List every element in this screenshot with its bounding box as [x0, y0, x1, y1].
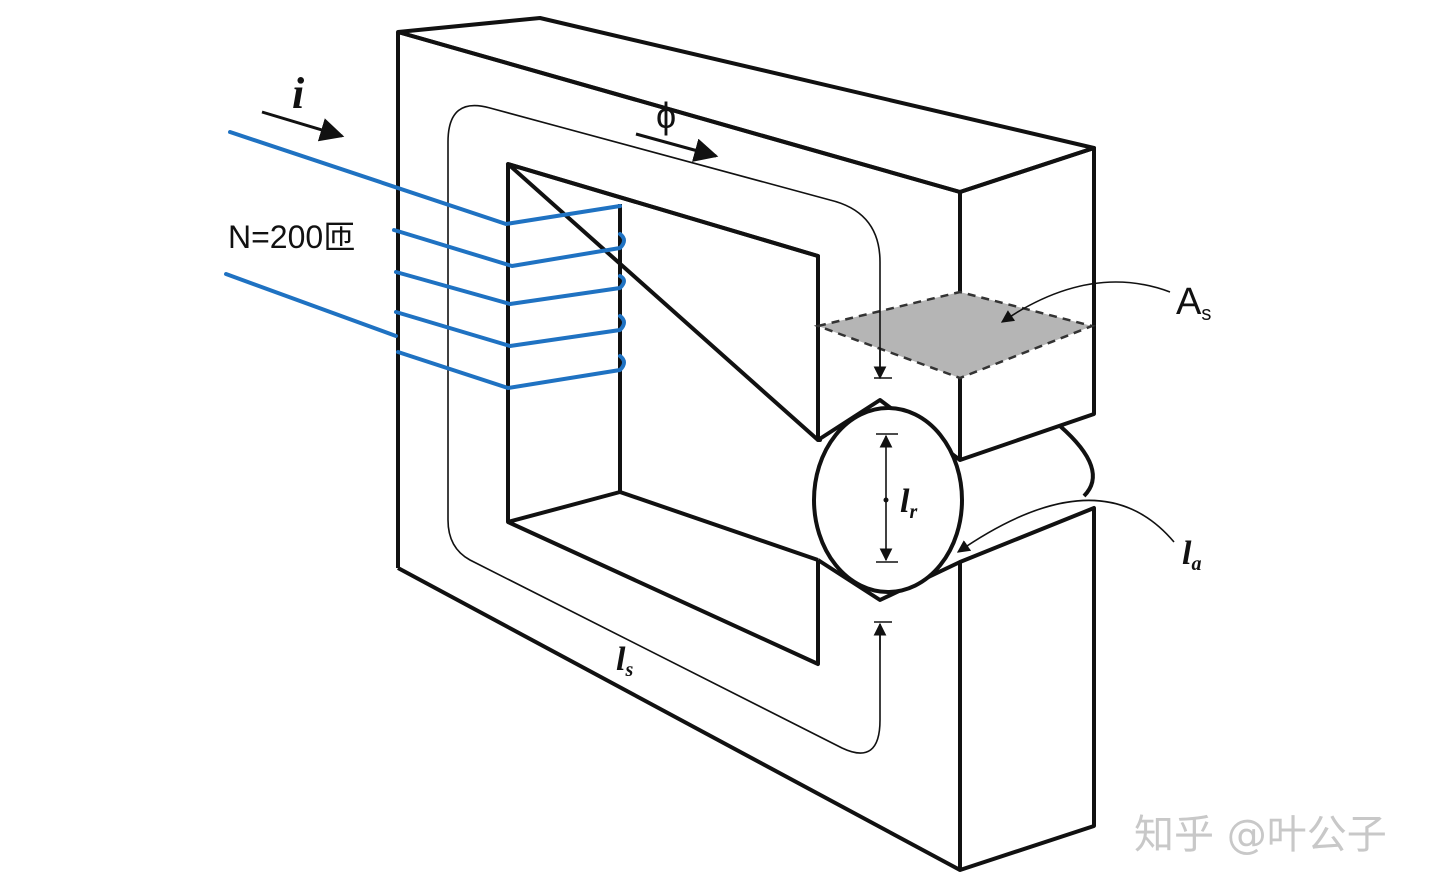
- current-label: i: [292, 69, 305, 118]
- core-window-left: [506, 164, 820, 666]
- rotor-length-dimension: [876, 433, 898, 563]
- rotor-length-label: lr: [900, 483, 917, 523]
- core-window: [506, 162, 822, 442]
- core-window-depth-bottom: [619, 490, 819, 562]
- coil-windings: [224, 130, 626, 390]
- rotor-length-label-sub: r: [909, 501, 917, 523]
- coil-turn: [394, 270, 626, 306]
- stator-path-label: ls: [616, 641, 633, 681]
- air-gap-label-sub: a: [1191, 553, 1201, 575]
- coil-lead-in: [228, 130, 622, 226]
- stator-path-label-sub: s: [624, 659, 633, 681]
- air-gap-leader: [956, 499, 1175, 553]
- area-label-sub: s: [1201, 303, 1211, 325]
- air-gap-markers: [873, 350, 892, 650]
- core-bottom-edge: [397, 566, 961, 872]
- coil-lead-out: [224, 272, 398, 338]
- flux-label: ϕ: [656, 95, 676, 136]
- lower-pole-face: [958, 506, 1096, 872]
- area-leader: [1000, 281, 1171, 323]
- coil-turn: [392, 228, 626, 268]
- air-gap-label: la: [1182, 535, 1201, 575]
- stator-path-label-main: l: [616, 641, 626, 678]
- flux-arrow: [635, 132, 719, 162]
- area-label-main: A: [1176, 281, 1202, 323]
- area-label: As: [1176, 281, 1211, 325]
- watermark: 知乎 @叶公子: [1134, 812, 1387, 858]
- air-gap-label-main: l: [1182, 535, 1192, 572]
- core-front-top-edge: [397, 30, 961, 194]
- core-body: [396, 16, 1096, 872]
- coil-turn: [396, 350, 626, 390]
- rotor-back-arc: [1058, 424, 1095, 498]
- core-top-face: [396, 16, 1096, 194]
- turns-label: N=200匝: [228, 219, 355, 255]
- rotor-length-label-main: l: [900, 483, 910, 520]
- flux-path: [447, 104, 881, 754]
- core-window-top: [507, 162, 820, 440]
- cross-section-area: [813, 290, 1097, 380]
- coil-turn: [394, 310, 626, 348]
- current-arrow: [261, 110, 345, 142]
